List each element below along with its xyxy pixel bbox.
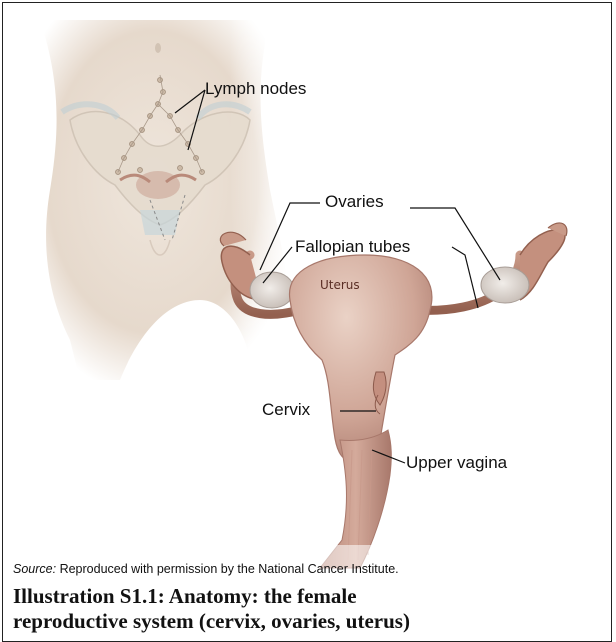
uterus: [290, 255, 432, 463]
caption-line-1: Illustration S1.1: Anatomy: the female: [13, 584, 613, 609]
label-upper-vagina: Upper vagina: [406, 453, 507, 473]
label-cervix: Cervix: [262, 400, 310, 420]
label-lymph-nodes: Lymph nodes: [205, 79, 306, 99]
label-uterus: Uterus: [320, 278, 360, 292]
label-fallopian-tubes: Fallopian tubes: [295, 237, 410, 257]
body-silhouette: [40, 20, 300, 380]
figure-caption: Illustration S1.1: Anatomy: the female r…: [13, 584, 613, 634]
upper-vagina: [300, 430, 410, 570]
source-text: Reproduced with permission by the Nation…: [56, 562, 399, 576]
label-ovaries: Ovaries: [325, 192, 384, 212]
caption-line-2: reproductive system (cervix, ovaries, ut…: [13, 609, 613, 634]
source-note: Source: Reproduced with permission by th…: [13, 562, 399, 576]
anatomy-illustration: [0, 0, 616, 570]
source-key: Source:: [13, 562, 56, 576]
